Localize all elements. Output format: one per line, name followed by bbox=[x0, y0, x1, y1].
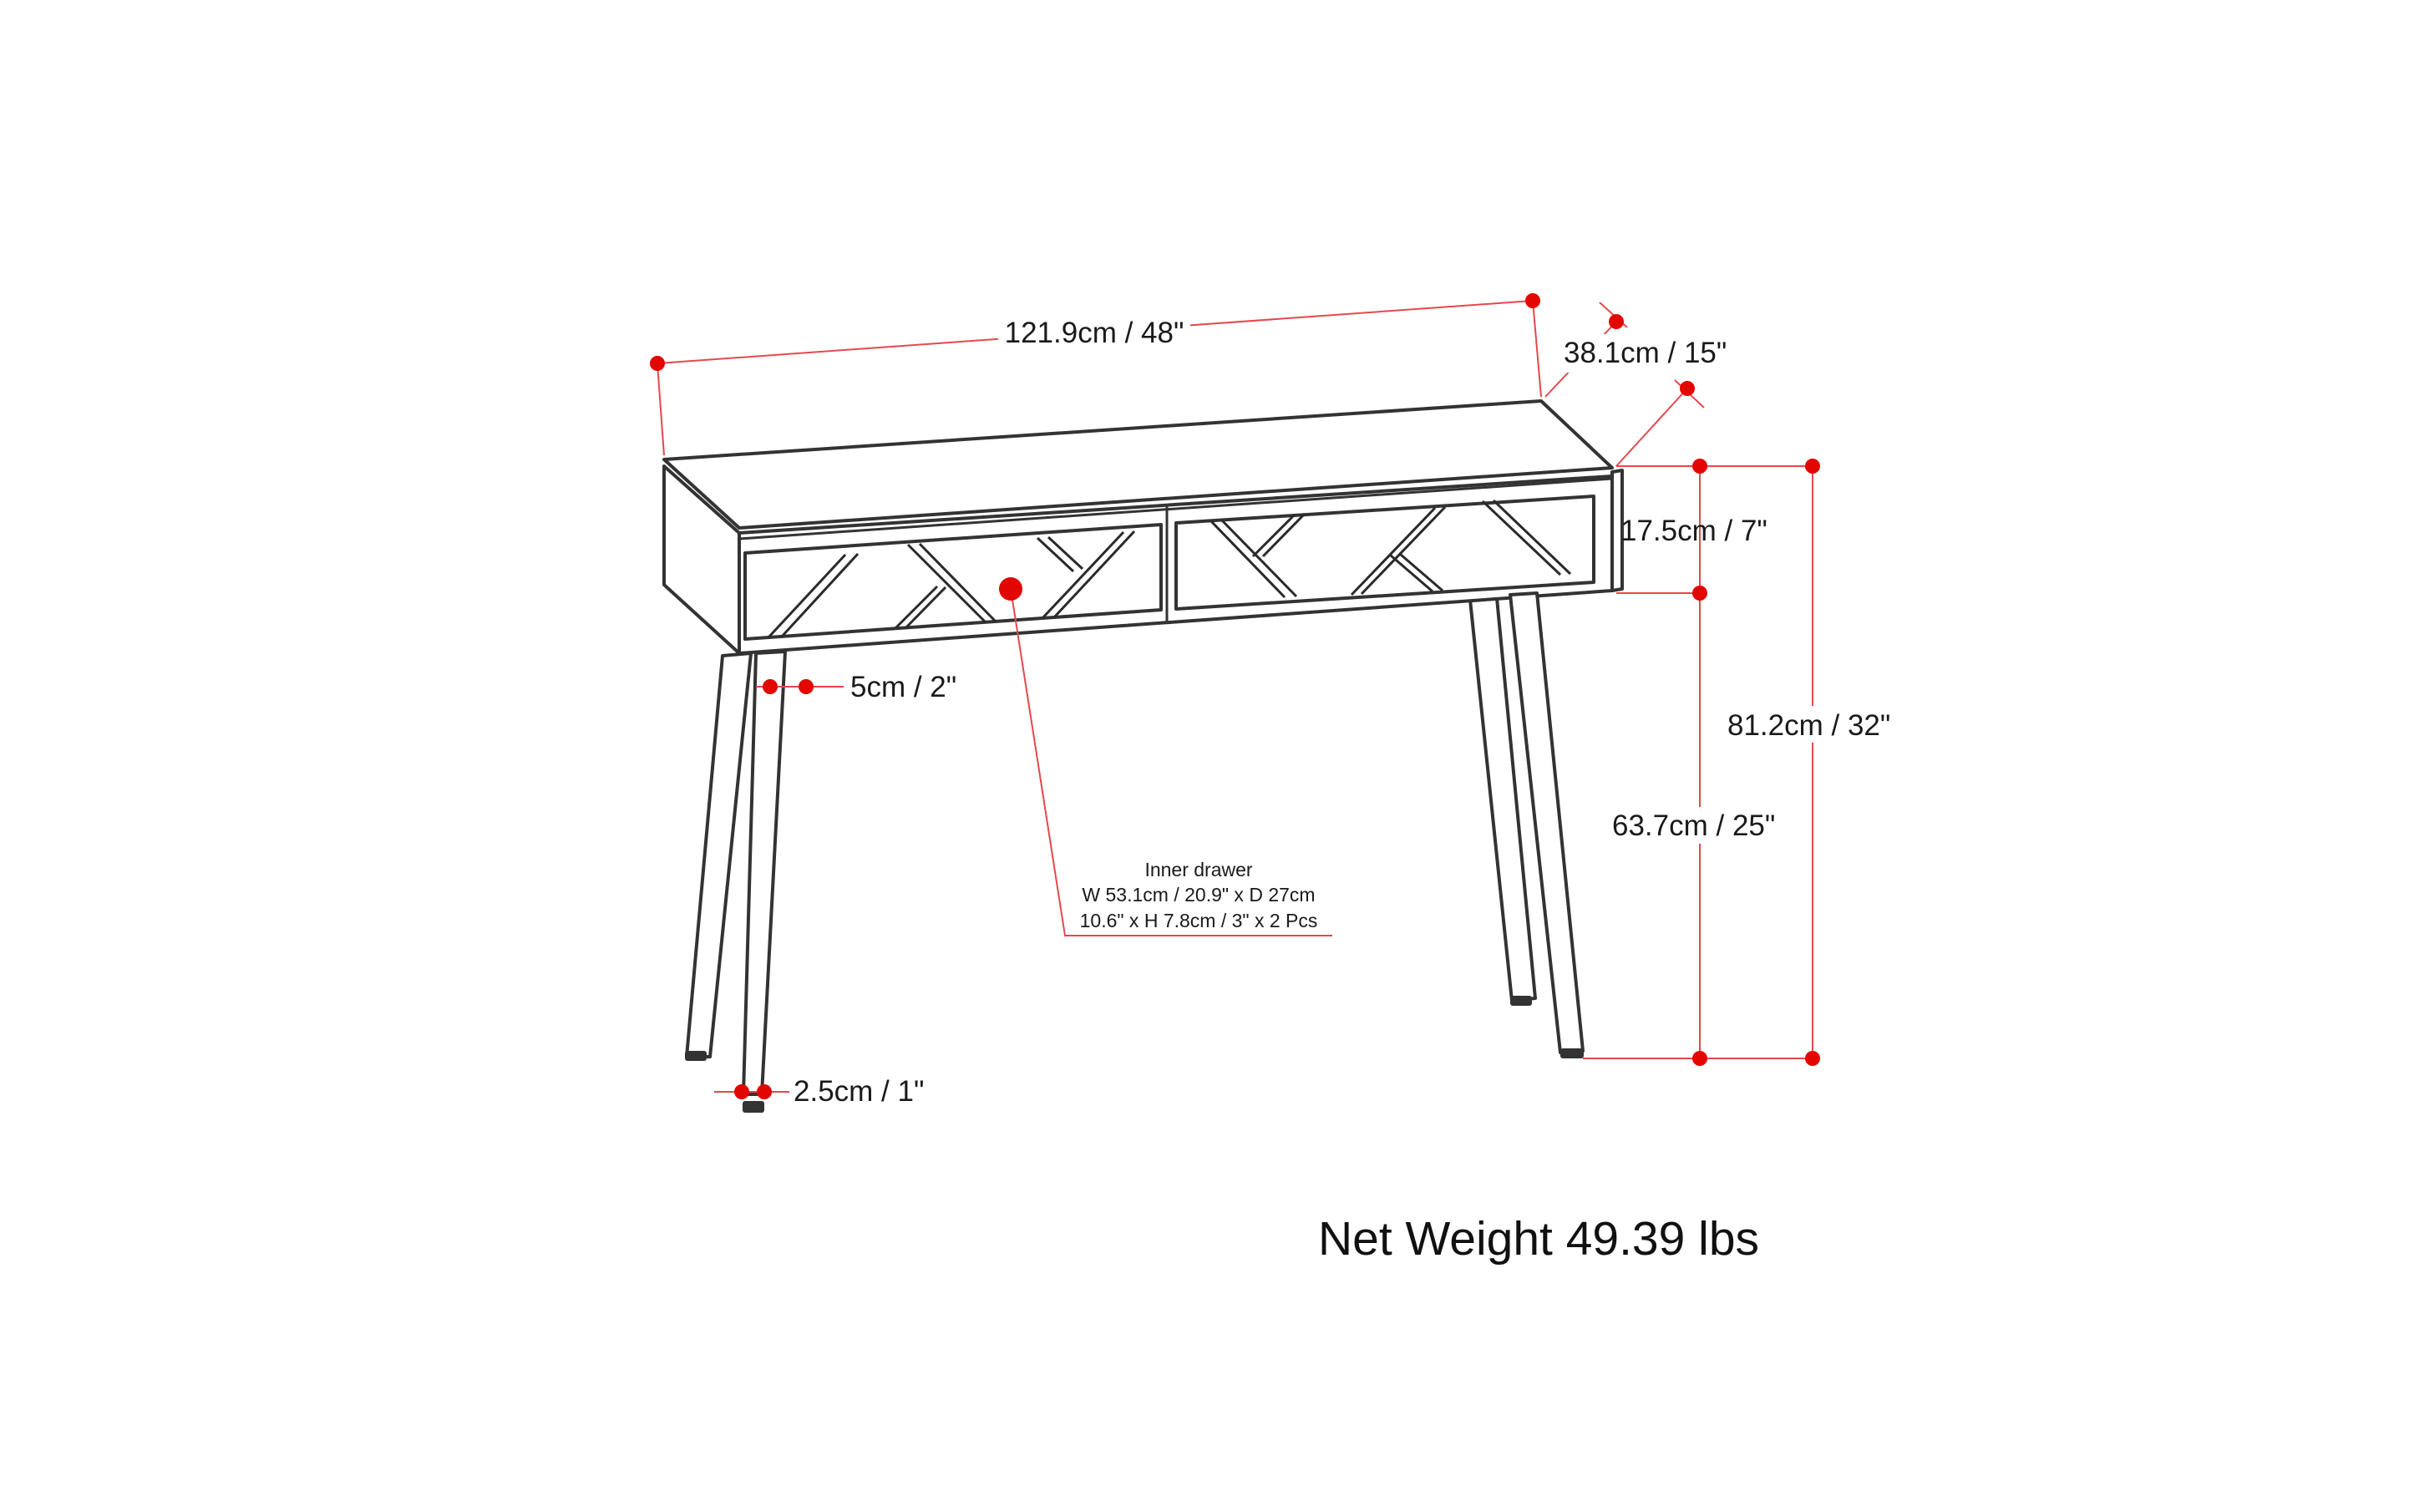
leg-bottom-width-left-dot bbox=[734, 1084, 749, 1099]
width-dimension-start-dot bbox=[650, 356, 665, 371]
leg-clearance-label: 63.7cm / 25" bbox=[1612, 809, 1775, 842]
depth-label: 38.1cm / 15" bbox=[1564, 337, 1727, 369]
leg-bottom-width-label: 2.5cm / 1" bbox=[794, 1075, 924, 1108]
apron-height-label: 17.5cm / 7" bbox=[1620, 515, 1767, 547]
leg-bottom-width-right-dot bbox=[757, 1084, 772, 1099]
apron-height-top-dot bbox=[1692, 459, 1707, 474]
inner-drawer-title: Inner drawer bbox=[1144, 859, 1252, 880]
total-height-bottom-dot bbox=[1805, 1051, 1820, 1066]
foot-back-left bbox=[685, 1051, 707, 1061]
table-top-thickness-edge bbox=[738, 477, 1613, 540]
net-weight-label: Net Weight 49.39 lbs bbox=[1318, 1212, 1759, 1266]
width-dimension-end-dot bbox=[1525, 293, 1540, 308]
console-table-drawing bbox=[662, 399, 1624, 1113]
table-top-front-edge bbox=[738, 466, 1613, 530]
leg-top-width-label: 5cm / 2" bbox=[850, 671, 956, 703]
leg-top-width-right-dot bbox=[799, 679, 814, 694]
total-height-top-dot bbox=[1805, 459, 1820, 474]
inner-drawer-marker-dot bbox=[999, 577, 1022, 601]
front-left-leg bbox=[742, 650, 787, 1096]
foot-front-left bbox=[743, 1101, 764, 1113]
inner-drawer-line2: 10.6" x H 7.8cm / 3" x 2 Pcs bbox=[1080, 910, 1318, 931]
leg-top-width-left-dot bbox=[763, 679, 778, 694]
depth-dimension-start-dot bbox=[1609, 314, 1624, 329]
left-drawer-pattern bbox=[767, 530, 1136, 639]
inner-drawer-line1: W 53.1cm / 20.9" x D 27cm bbox=[1082, 884, 1315, 906]
width-label: 121.9cm / 48" bbox=[1005, 317, 1184, 349]
leg-clearance-bottom-dot bbox=[1692, 1051, 1707, 1066]
back-left-leg bbox=[685, 652, 753, 1058]
inner-drawer-note: Inner drawer W 53.1cm / 20.9" x D 27cm 1… bbox=[1080, 859, 1318, 931]
apron-height-bottom-dot bbox=[1692, 586, 1707, 601]
left-drawer-front bbox=[743, 523, 1163, 641]
foot-front-right bbox=[1560, 1048, 1584, 1058]
dimension-labels: 121.9cm / 48" 38.1cm / 15" 17.5cm / 7" 8… bbox=[794, 313, 1900, 1108]
foot-back-right bbox=[1510, 996, 1532, 1006]
total-height-label: 81.2cm / 32" bbox=[1727, 709, 1890, 742]
right-drawer-pattern bbox=[1210, 499, 1572, 599]
dimension-lines bbox=[650, 293, 1820, 1099]
depth-dimension-end-dot bbox=[1680, 381, 1695, 396]
